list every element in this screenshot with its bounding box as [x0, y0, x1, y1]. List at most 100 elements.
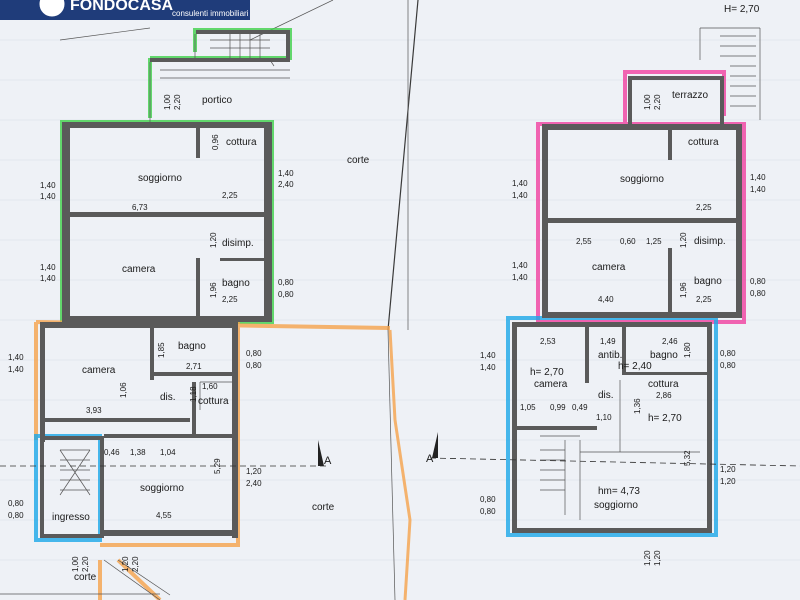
dim-r12: 1,40 — [512, 273, 528, 282]
dim-l0: 1,00 — [163, 94, 172, 110]
dim-l9: 1,20 — [209, 232, 218, 248]
dim-r18: 2,53 — [540, 337, 556, 346]
room-antib: antib. — [598, 350, 622, 361]
dim-l12: 1,96 — [209, 282, 218, 298]
dim-r20: 2,46 — [662, 337, 678, 346]
dim-l36: 2,20 — [81, 556, 90, 572]
room-bagno-lower: bagno — [178, 341, 206, 352]
upper-left-walls — [62, 30, 290, 322]
room-dis-right: dis. — [598, 390, 614, 401]
room-terrazzo: terrazzo — [672, 90, 709, 101]
dim-l10: 1,40 — [40, 263, 56, 272]
dim-l22: 1,06 — [119, 382, 128, 398]
dim-l37: 1,20 — [121, 556, 130, 572]
dim-r2: 1,40 — [512, 179, 528, 188]
room-ingresso: ingresso — [52, 512, 90, 523]
section-line-right — [429, 457, 800, 467]
site-boundary-lines — [249, 0, 419, 600]
room-bagno-right-lower: bagno — [650, 350, 678, 361]
label-corte-right: corte — [312, 502, 335, 513]
dim-l2: 0,96 — [211, 134, 220, 150]
dim-r22: 1,40 — [480, 351, 496, 360]
dim-l30: 1,20 — [246, 467, 262, 476]
dim-l32: 0,80 — [8, 499, 24, 508]
dim-r23: 1,40 — [480, 363, 496, 372]
dim-r25: 0,80 — [720, 361, 736, 370]
dim-r29: 0,49 — [572, 403, 588, 412]
dim-r26: 2,86 — [656, 391, 672, 400]
dim-r19: 1,49 — [600, 337, 616, 346]
dim-l24: 1,60 — [202, 382, 218, 391]
dim-l15: 0,80 — [278, 290, 294, 299]
dim-l7: 6,73 — [132, 203, 148, 212]
lower-right-walls — [512, 322, 712, 533]
room-disimp-right: disimp. — [694, 236, 726, 247]
dim-r34: 1,20 — [720, 477, 736, 486]
dim-r16: 4,40 — [598, 295, 614, 304]
section-marker-right: A — [426, 453, 434, 465]
dim-l5: 1,40 — [40, 181, 56, 190]
dim-l14: 0,80 — [278, 278, 294, 287]
logo-name: FONDOCASA — [70, 0, 174, 14]
dim-r9: 1,25 — [646, 237, 662, 246]
upper-right-walls — [542, 76, 742, 318]
blue-ingresso-outline — [34, 434, 102, 542]
dim-r27: 1,05 — [520, 403, 536, 412]
room-cottura-lower: cottura — [198, 396, 229, 407]
dim-r5: 1,40 — [750, 185, 766, 194]
dim-r35: 0,80 — [480, 495, 496, 504]
room-bagno-right-upper: bagno — [694, 276, 722, 287]
room-camera-right-upper: camera — [592, 262, 626, 273]
dim-r7: 2,55 — [576, 237, 592, 246]
dim-r32: 5,32 — [683, 450, 692, 466]
dim-r0: 1,00 — [643, 94, 652, 110]
dim-r13: 1,96 — [679, 282, 688, 298]
dim-r3: 1,40 — [512, 191, 528, 200]
dim-r8: 0,60 — [620, 237, 636, 246]
dim-l28: 1,04 — [160, 448, 176, 457]
dim-l29: 5,29 — [213, 458, 222, 474]
dim-l19: 0,80 — [246, 361, 262, 370]
dim-l21: 1,40 — [8, 365, 24, 374]
lower-left-walls — [40, 322, 238, 538]
dim-r21: 1,80 — [683, 342, 692, 358]
room-cottura-upper: cottura — [226, 137, 257, 148]
dim-l18: 0,80 — [246, 349, 262, 358]
room-cottura-right-upper: cottura — [688, 137, 719, 148]
room-soggiorno-right-upper: soggiorno — [620, 174, 664, 185]
dim-l25: 3,93 — [86, 406, 102, 415]
room-bagno-upper: bagno — [222, 278, 250, 289]
dim-l13: 2,25 — [222, 295, 238, 304]
height-antib: h= 2,40 — [618, 361, 652, 372]
dim-l11: 1,40 — [40, 274, 56, 283]
dim-r15: 0,80 — [750, 289, 766, 298]
dim-r33: 1,20 — [720, 465, 736, 474]
dim-r1: 2,20 — [653, 94, 662, 110]
height-camera: h= 2,70 — [530, 367, 564, 378]
dim-r37: 1,20 — [643, 550, 652, 566]
section-arrow-left — [318, 440, 324, 466]
height-cottura: h= 2,70 — [648, 413, 682, 424]
left-floor-plan: A portico cottura soggiorno disimp. came… — [0, 27, 412, 600]
room-dis: dis. — [160, 392, 176, 403]
room-soggiorno-right-lower: soggiorno — [594, 500, 638, 511]
dim-l20: 1,40 — [8, 353, 24, 362]
dim-l26: 0,46 — [104, 448, 120, 457]
label-corte-bottom: corte — [74, 572, 97, 583]
label-corte-top: corte — [347, 155, 370, 166]
dim-l31: 2,40 — [246, 479, 262, 488]
dim-r28: 0,99 — [550, 403, 566, 412]
right-floor-plan: H= 2,70 — [426, 4, 800, 566]
dim-l33: 0,80 — [8, 511, 24, 520]
dim-l8: 2,25 — [222, 191, 238, 200]
dim-r30: 1,10 — [596, 413, 612, 422]
room-disimp: disimp. — [222, 238, 254, 249]
dim-l23: 1,18 — [189, 386, 198, 402]
header-height-label: H= 2,70 — [724, 4, 760, 15]
room-portico: portico — [202, 95, 232, 106]
dim-l6: 1,40 — [40, 192, 56, 201]
dim-r14: 0,80 — [750, 277, 766, 286]
dim-l38: 2,20 — [131, 556, 140, 572]
logo-tagline: consulenti immobiliari — [172, 9, 249, 18]
